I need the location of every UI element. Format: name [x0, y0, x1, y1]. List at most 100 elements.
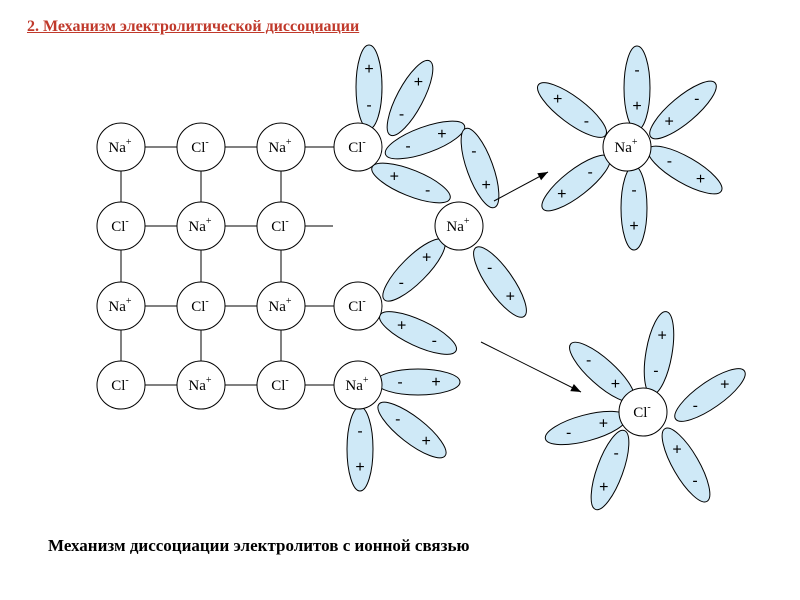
- water-dipole: -+: [355, 44, 383, 130]
- lattice-ion: Cl-: [256, 360, 306, 410]
- ion-label: Na+: [108, 296, 132, 315]
- arrows: [480, 171, 582, 393]
- negative-pole: -: [692, 473, 697, 490]
- positive-pole: +: [557, 186, 566, 203]
- positive-pole: +: [720, 377, 729, 394]
- dipole-ellipse: [384, 120, 466, 160]
- negative-pole: -: [634, 62, 639, 79]
- ion-circle: [256, 201, 306, 251]
- hydrated-cation: Na+: [602, 122, 652, 172]
- dipole-ellipse: [379, 311, 457, 355]
- negative-pole: -: [425, 182, 430, 199]
- negative-pole: -: [397, 374, 402, 391]
- ion-charge: +: [126, 137, 132, 148]
- ion-charge: +: [286, 137, 292, 148]
- ion-charge: -: [285, 375, 288, 386]
- ion-symbol: Cl: [348, 299, 362, 315]
- ion-charge: -: [125, 375, 128, 386]
- ions: Na+Cl-Na+Cl-Cl-Na+Cl-Na+Cl-Na+Cl-Cl-Na+C…: [96, 122, 668, 437]
- dipole-ellipse: [643, 311, 675, 395]
- dipole-ellipse: [537, 82, 607, 138]
- ion-symbol: Na: [446, 219, 464, 235]
- positive-pole: +: [506, 289, 515, 306]
- ion-circle: [176, 122, 226, 172]
- negative-pole: -: [366, 97, 371, 114]
- negative-pole: -: [357, 423, 362, 440]
- water-dipole: -+: [375, 368, 461, 396]
- water-dipole: +-: [460, 127, 500, 209]
- ion-charge: -: [205, 137, 208, 148]
- positive-pole: +: [665, 114, 674, 131]
- ion-charge: -: [362, 296, 365, 307]
- dipole-ellipse: [346, 406, 374, 492]
- negative-pole: -: [487, 259, 492, 276]
- water-dipole: +-: [537, 82, 607, 138]
- arrow-head: [537, 172, 548, 181]
- positive-pole: +: [632, 98, 641, 115]
- water-dipole: -+: [384, 120, 466, 160]
- water-dipole: -+: [386, 59, 434, 137]
- ion-label: Cl-: [633, 402, 651, 421]
- negative-pole: -: [471, 143, 476, 160]
- water-dipole: -+: [674, 368, 746, 422]
- dipole-ellipse: [386, 59, 434, 137]
- lattice-ion: Cl-: [96, 201, 146, 251]
- arrow-shaft: [493, 171, 549, 202]
- negative-pole: -: [405, 138, 410, 155]
- ion-symbol: Cl: [111, 219, 125, 235]
- positive-pole: +: [599, 479, 608, 496]
- positive-pole: +: [657, 327, 666, 344]
- ion-circle: [618, 387, 668, 437]
- positive-pole: +: [629, 218, 638, 235]
- dipole-ellipse: [460, 127, 500, 209]
- ion-circle: [96, 122, 146, 172]
- negative-pole: -: [588, 164, 593, 181]
- ion-symbol: Na: [268, 140, 286, 156]
- dipole-ellipse: [355, 44, 383, 130]
- ion-symbol: Na: [108, 299, 126, 315]
- positive-pole: +: [672, 441, 681, 458]
- dipole-ellipse: [620, 165, 648, 251]
- dipole-ellipse: [647, 145, 723, 195]
- lattice-ion: Na+: [176, 360, 226, 410]
- ion-circle: [96, 281, 146, 331]
- ion-charge: -: [362, 137, 365, 148]
- dissociation-arrow: [493, 171, 549, 202]
- negative-pole: -: [395, 411, 400, 428]
- water-dipole: -+: [643, 311, 675, 395]
- negative-pole: -: [584, 113, 589, 130]
- ion-symbol: Na: [268, 299, 286, 315]
- ion-charge: +: [632, 137, 638, 148]
- negative-pole: -: [631, 182, 636, 199]
- water-dipole: -+: [377, 401, 447, 459]
- ion-charge: -: [647, 402, 650, 413]
- positive-pole: +: [437, 126, 446, 143]
- dipole-ellipse: [375, 368, 461, 396]
- positive-pole: +: [422, 433, 431, 450]
- lattice-ion: Na+: [96, 122, 146, 172]
- ion-label: Cl-: [271, 375, 289, 394]
- water-dipole: +-: [379, 311, 457, 355]
- water-dipole: +-: [541, 154, 611, 212]
- ion-charge: -: [125, 216, 128, 227]
- ion-label: Cl-: [348, 137, 366, 156]
- arrow-head: [570, 383, 581, 392]
- ion-circle: [176, 360, 226, 410]
- ion-label: Na+: [268, 296, 292, 315]
- dipole-ellipse: [541, 154, 611, 212]
- negative-pole: -: [566, 425, 571, 442]
- water-dipole: -+: [620, 165, 648, 251]
- dissociation-arrow: [480, 341, 582, 393]
- ion-circle: [333, 281, 383, 331]
- positive-pole: +: [481, 177, 490, 194]
- ion-charge: +: [206, 375, 212, 386]
- ion-circle: [602, 122, 652, 172]
- ion-circle: [256, 122, 306, 172]
- ion-label: Na+: [446, 216, 470, 235]
- positive-pole: +: [390, 168, 399, 185]
- lattice-ion: Na+: [256, 281, 306, 331]
- ion-symbol: Cl: [271, 378, 285, 394]
- negative-pole: -: [693, 397, 698, 414]
- hydrated-anion: Cl-: [618, 387, 668, 437]
- leaving-ion: Na+: [434, 201, 484, 251]
